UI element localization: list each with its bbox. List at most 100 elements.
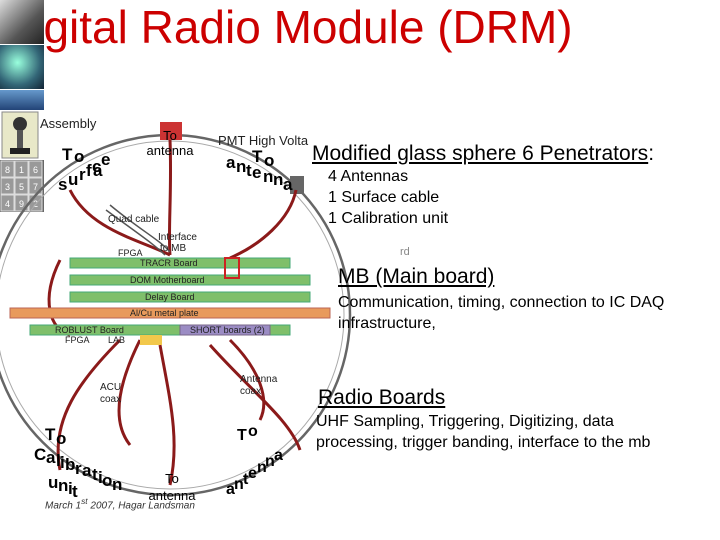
label-fpga-top: FPGA [118, 248, 143, 258]
to-antenna-bottom-line1: To [165, 471, 179, 486]
svg-text:T: T [45, 425, 56, 444]
svg-text:n: n [273, 170, 283, 189]
keypad-cell [0, 160, 15, 178]
keypad-digit: 7 [33, 182, 38, 192]
svg-text:s: s [58, 175, 67, 194]
svg-text:i: i [98, 468, 103, 487]
label-antenna-right: Antenna [240, 374, 278, 385]
svg-text:e: e [248, 465, 257, 482]
svg-text:e: e [252, 163, 261, 182]
keypad-digit: 3 [5, 182, 10, 192]
keypad-digit: 5 [19, 182, 24, 192]
svg-text:n: n [112, 475, 122, 494]
keypad-digit: 9 [19, 199, 24, 209]
svg-text:C: C [34, 445, 46, 464]
svg-text:e: e [101, 150, 110, 169]
svg-text:c: c [92, 157, 101, 176]
label-quad-cable: Quad cable [108, 214, 160, 225]
svg-text:b: b [65, 455, 75, 474]
footer-credit-post: 2007, Hagar Landsman [87, 500, 195, 512]
alcu-plate-rect [9, 307, 331, 319]
right-penetrator [290, 176, 304, 194]
svg-text:a: a [82, 461, 92, 480]
keypad-digit: 8 [5, 165, 10, 175]
svg-text:t: t [243, 471, 249, 488]
lab-chip [140, 335, 162, 345]
svg-text:u: u [48, 473, 58, 492]
label-delay: Delay Board [145, 292, 195, 302]
label-dom: DOM Motherboard [130, 275, 205, 285]
joystick-icon [1, 111, 39, 159]
label-coax-right: coax [240, 386, 261, 397]
keypad-cell [14, 160, 29, 178]
dom-board-rect [69, 274, 311, 286]
board-stack [9, 257, 331, 345]
keypad-cell [0, 194, 15, 212]
label-pmt: PMT High Volta [218, 133, 309, 148]
keypad-digit: 4 [5, 199, 10, 209]
label-short: SHORT boards (2) [190, 325, 265, 335]
stray-glyph: rd [400, 246, 410, 258]
label-interface: Interface [158, 232, 197, 243]
label-alcu: Al/Cu metal plate [130, 308, 199, 318]
svg-text:u: u [68, 170, 78, 189]
radio-description: UHF Sampling, Triggering, Digitizing, da… [316, 413, 651, 451]
top-penetrator [160, 122, 182, 140]
label-to-mb: to MB [160, 243, 186, 254]
page-title: Digital Radio Module (DRM) [0, 1, 573, 53]
svg-text:r: r [79, 165, 86, 184]
label-coax-left: coax [100, 394, 121, 405]
sphere-item: 1 Calibration unit [328, 210, 449, 227]
svg-text:a: a [283, 175, 293, 194]
svg-text:a: a [226, 481, 235, 498]
label-acu: ACU [100, 382, 121, 393]
svg-text:o: o [74, 147, 84, 166]
svg-text:T: T [252, 147, 263, 166]
footer-credit-pre: March 1 [45, 500, 82, 512]
svg-text:a: a [274, 447, 283, 464]
interface-connector [224, 257, 240, 279]
label-lab: LAB [108, 335, 125, 345]
label-roblust: ROBLUST Board [55, 325, 124, 335]
to-antenna-top-label: To antenna [140, 128, 200, 158]
svg-text:n: n [234, 476, 244, 493]
keypad-digit: 6 [33, 165, 38, 175]
keypad-cell [0, 177, 15, 195]
svg-text:l: l [56, 451, 61, 470]
sphere-item: 4 Antennas [328, 168, 409, 185]
svg-text:i: i [60, 453, 65, 472]
to-antenna-bottom-label: To antenna [140, 470, 204, 504]
svg-text:o: o [248, 423, 258, 440]
svg-text:o: o [56, 429, 66, 448]
svg-text:n: n [265, 453, 275, 470]
sphere-photo [0, 45, 44, 89]
svg-text:n: n [236, 157, 246, 176]
footer-credit-sup: st [81, 496, 88, 506]
delay-board-rect [69, 291, 311, 303]
svg-text:t: t [246, 161, 252, 180]
mb-description: Communication, timing, connection to IC … [338, 294, 665, 332]
svg-text:a: a [226, 153, 236, 172]
short-board-rect [179, 324, 271, 336]
svg-text:t: t [92, 465, 98, 484]
landscape-photo [0, 90, 44, 110]
svg-text:n: n [58, 476, 68, 495]
sphere-items: 4 Antennas 1 Surface cable 1 Calibration… [328, 166, 448, 229]
svg-text:r: r [75, 459, 82, 478]
tracr-board-rect [69, 257, 291, 269]
svg-text:n: n [263, 167, 273, 186]
svg-text:f: f [86, 161, 92, 180]
to-antenna-bottom-line2: antenna [148, 488, 196, 503]
keypad-digit: 1 [19, 165, 24, 175]
sphere-heading-text: Modified glass sphere 6 Penetrators [312, 142, 649, 165]
svg-text:n: n [257, 459, 267, 476]
to-antenna-top-line2: antenna [146, 143, 194, 158]
svg-text:t: t [72, 482, 78, 501]
to-antenna-top-line1: To [163, 128, 177, 143]
mb-heading: MB (Main board) [338, 265, 495, 288]
